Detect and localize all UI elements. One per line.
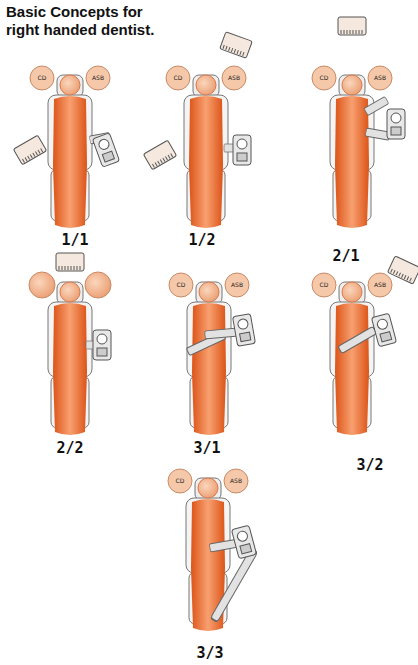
staff-circle: ASB [221, 65, 247, 91]
role-label: CD [168, 282, 194, 288]
layout-number: 1/2 [188, 231, 215, 249]
layout-number: 2/2 [56, 439, 83, 457]
layout-number: 3/1 [193, 439, 220, 457]
layout-number: 3/3 [196, 644, 223, 662]
staff-circle: CD [167, 468, 193, 494]
staff-circle: ASB [224, 272, 250, 298]
role-label: ASB [221, 75, 247, 81]
role-label: CD [311, 282, 337, 288]
role-label: ASB [367, 75, 393, 81]
staff-circle: CD [165, 65, 191, 91]
staff-circle: CD [311, 272, 337, 298]
layout-number: 2/1 [332, 247, 359, 265]
role-label: CD [167, 478, 193, 484]
title: Basic Concepts for right handed dentist. [6, 3, 166, 39]
role-label: ASB [223, 478, 249, 484]
role-label: CD [165, 75, 191, 81]
role-label: CD [29, 75, 55, 81]
role-label: CD [311, 75, 337, 81]
staff-circle: CD [168, 272, 194, 298]
layout-number: 3/2 [356, 456, 383, 474]
layout-number: 1/1 [61, 231, 88, 249]
staff-circle: ASB [367, 65, 393, 91]
staff-circle: CD [311, 65, 337, 91]
staff-circle: CD [29, 65, 55, 91]
staff-circle: ASB [85, 65, 111, 91]
staff-circle: ASB [367, 272, 393, 298]
role-label: ASB [367, 282, 393, 288]
role-label: ASB [85, 75, 111, 81]
staff-circle: ASB [223, 468, 249, 494]
role-label: ASB [224, 282, 250, 288]
